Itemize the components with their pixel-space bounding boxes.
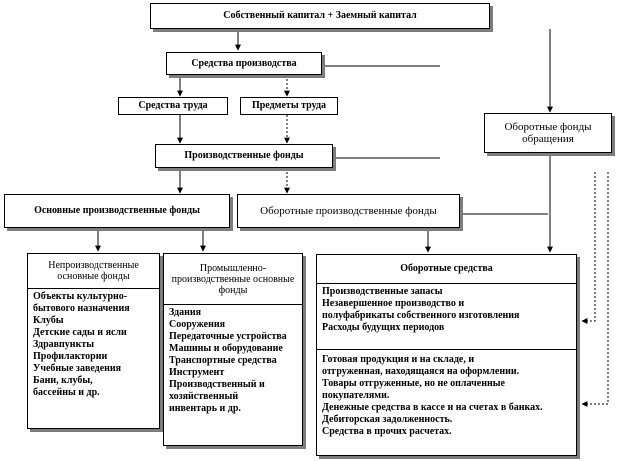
list-item: Дебиторская задолженность. — [322, 414, 453, 425]
fixed-production-funds-box: Основные производственные фонды — [4, 194, 230, 228]
working-capital-circulation-section: Готовая продукция и на складе, и отгруже… — [317, 349, 576, 455]
labor-objects-box: Предметы труда — [240, 97, 338, 115]
production-funds-box: Производственные фонды — [155, 144, 333, 168]
list-item: Клубы — [33, 315, 64, 326]
list-item: Транспортные средства — [169, 355, 277, 366]
list-item: Сооружения — [169, 319, 226, 330]
capital-label: Собственный капитал + Заемный капитал — [223, 10, 417, 21]
fixed-production-funds-label: Основные производственные фонды — [34, 205, 200, 216]
nonproduction-fixed-funds-header: Непроизводственные основные фонды — [28, 254, 159, 288]
nonproduction-fixed-funds-box: Непроизводственные основные фонды Объект… — [27, 253, 160, 429]
circulation-funds-label: Оборотные фонды обращения — [504, 121, 592, 145]
working-capital-production-section: Производственные запасы Незавершенное пр… — [317, 283, 576, 349]
list-item: бытового назначения — [33, 303, 130, 314]
list-item: Здравпункты — [33, 339, 95, 350]
list-item: бассейны и др. — [33, 387, 100, 398]
industrial-items-list: Здания Сооружения Передаточные устройств… — [164, 304, 302, 447]
list-item: отгруженная, находящаяся на оформлении. — [322, 366, 520, 377]
means-of-production-label: Средства производства — [191, 57, 297, 69]
circulating-production-funds-label: Оборотные производственные фонды — [260, 205, 437, 217]
production-funds-label: Производственные фонды — [184, 150, 304, 161]
nonproduction-items-list: Объекты культурно- бытового назначения К… — [28, 288, 159, 430]
list-item: полуфабрикаты собственного изготовления — [322, 310, 520, 321]
list-item: Производственный и — [169, 379, 265, 390]
industrial-production-funds-label: Промышленно-производственные основные фо… — [171, 262, 295, 296]
list-item: Средства в прочих расчетах. — [322, 426, 452, 437]
labor-means-box: Средства труда — [118, 97, 228, 115]
labor-means-label: Средства труда — [138, 100, 208, 111]
working-capital-label: Оборотные средства — [400, 263, 493, 274]
list-item: Профилактории — [33, 351, 108, 362]
list-item: Производственные запасы — [322, 286, 443, 297]
list-item: Детские сады и ясли — [33, 327, 127, 338]
industrial-production-funds-header: Промышленно-производственные основные фо… — [164, 254, 302, 304]
list-item: Учебные заведения — [33, 363, 122, 374]
arrow-dotted-top-section — [581, 172, 596, 324]
circulation-funds-box: Оборотные фонды обращения — [484, 113, 612, 153]
arrow-dotted-bottom-section — [581, 172, 609, 407]
list-item: Здания — [169, 307, 202, 318]
capital-box: Собственный капитал + Заемный капитал — [150, 3, 490, 29]
working-capital-box: Оборотные средства Производственные запа… — [316, 254, 577, 456]
list-item: Незавершенное производство и — [322, 298, 465, 309]
list-item: Инструмент — [169, 367, 225, 378]
circulating-production-funds-box: Оборотные производственные фонды — [237, 194, 460, 228]
list-item: Расходы будущих периодов — [322, 322, 445, 333]
industrial-production-funds-box: Промышленно-производственные основные фо… — [163, 253, 303, 446]
list-item: Бани, клубы, — [33, 375, 93, 386]
list-item: Объекты культурно- — [33, 291, 128, 302]
list-item: инвентарь и др. — [169, 403, 241, 414]
nonproduction-fixed-funds-label: Непроизводственные основные фонды — [48, 260, 139, 282]
means-of-production-box: Средства производства — [166, 52, 322, 75]
labor-objects-label: Предметы труда — [251, 100, 327, 111]
list-item: Денежные средства в кассе и на счетах в … — [322, 402, 543, 413]
list-item: Готовая продукция и на складе, и — [322, 354, 475, 365]
list-item: покупателями. — [322, 390, 390, 401]
working-capital-header: Оборотные средства — [317, 255, 576, 283]
list-item: Товары отгруженные, но не оплаченные — [322, 378, 505, 389]
list-item: Машины и оборудование — [169, 343, 283, 354]
list-item: Передаточные устройства — [169, 331, 287, 342]
list-item: хозяйственный — [169, 391, 239, 402]
